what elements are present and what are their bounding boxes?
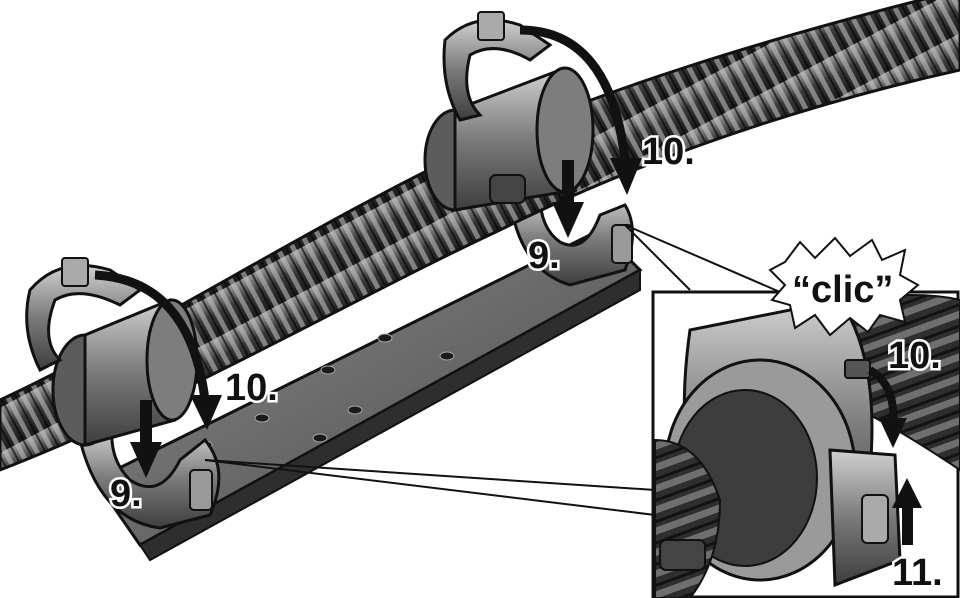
- lower-clamp-right: [508, 193, 634, 287]
- step-label-9-left: 9.: [110, 473, 142, 515]
- detail-inset: 10. 11.: [651, 290, 960, 598]
- curved-arrow-icon: [867, 366, 907, 448]
- step-label-10-left: 10.: [225, 367, 278, 409]
- curved-arrow-icon: [519, 25, 642, 195]
- clic-sound-label: “clic”: [792, 269, 893, 311]
- upper-clamp-right: [442, 11, 553, 122]
- clic-sound-burst: “clic”: [768, 236, 920, 337]
- arrow-down-icon: [552, 160, 584, 238]
- lower-clamp-left: [78, 427, 221, 530]
- upper-clamp-left: [25, 257, 143, 373]
- mounting-plate: [92, 228, 643, 562]
- corrugated-hose: [0, 0, 960, 472]
- inset-step-label-11: 11.: [892, 552, 943, 594]
- hose-connector-left: [51, 298, 199, 447]
- step-label-9-right: 9.: [528, 235, 560, 277]
- arrow-down-icon: [130, 400, 162, 478]
- inset-leader-lines: [204, 224, 781, 516]
- hose-connector-right: [423, 66, 595, 212]
- step-label-10-right: 10.: [642, 131, 695, 173]
- arrow-up-icon: [892, 478, 922, 545]
- inset-step-label-10: 10.: [888, 335, 941, 377]
- curved-arrow-icon: [94, 270, 222, 430]
